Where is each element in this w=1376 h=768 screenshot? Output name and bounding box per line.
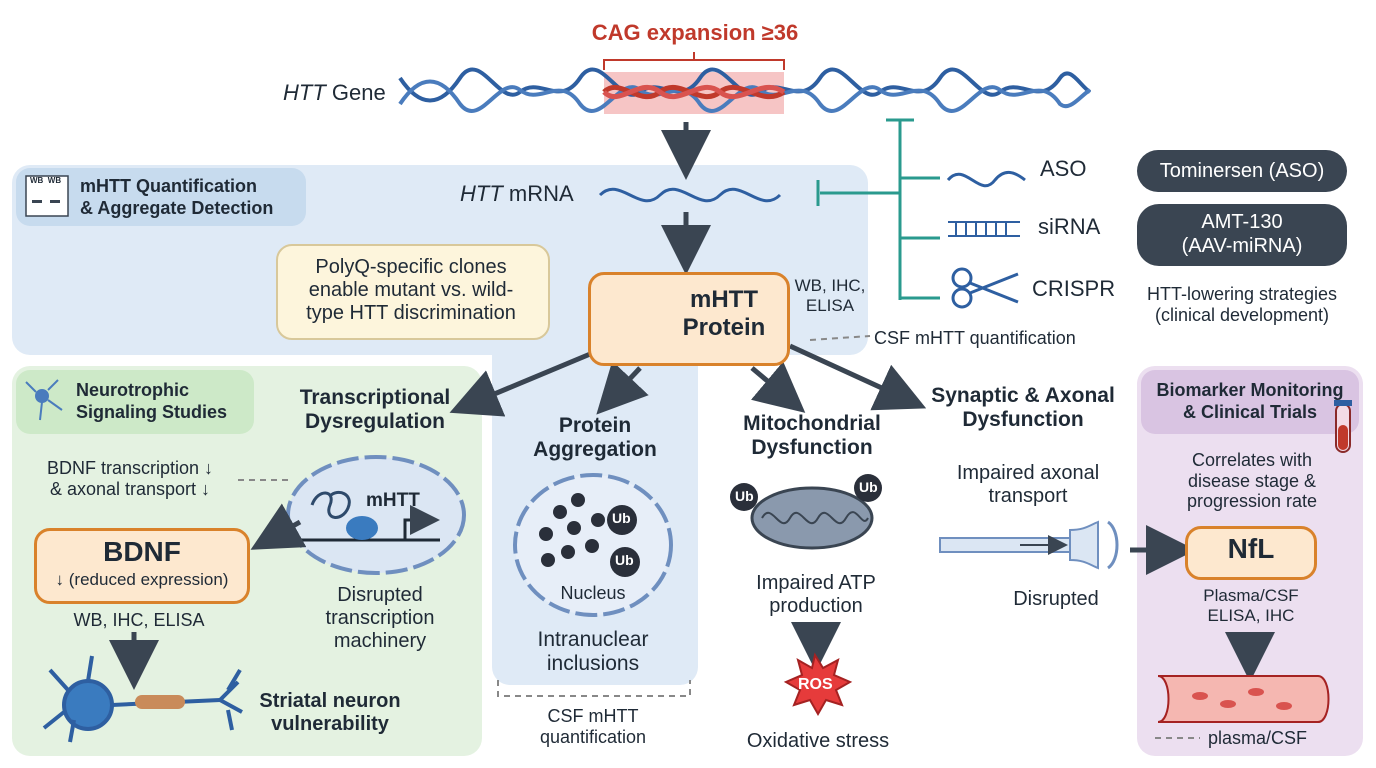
transcription-title: Transcriptional Dysregulation — [299, 386, 451, 434]
test-tube-icon — [1334, 400, 1352, 453]
nfl-label: NfL — [1227, 533, 1275, 564]
sirna-label: siRNA — [1038, 214, 1101, 239]
biomarker-panel-header — [1141, 370, 1359, 434]
sirna-icon — [948, 221, 1020, 237]
ub-label-2: Ub — [615, 552, 634, 568]
mito-title: Mitochondrial Dysfunction — [743, 412, 881, 460]
ub-label-1: Ub — [612, 510, 631, 526]
dna-helix — [398, 52, 1092, 114]
mrna-wave — [598, 187, 782, 203]
nfl-methods: Plasma/CSF ELISA, IHC — [1203, 586, 1299, 625]
protein-csf: CSF mHTT quantification — [874, 328, 1076, 348]
aggregation-csf: CSF mHTT quantification — [539, 706, 647, 747]
ros-label: ROS — [798, 676, 833, 693]
mito-ub-2: Ub — [859, 479, 878, 495]
scissors-icon — [951, 267, 1019, 309]
lowering-caption: HTT-lowering strategies (clinical develo… — [1146, 284, 1338, 325]
bdnf-label: BDNF — [103, 536, 181, 567]
mhtt-protein-label: mHTT Protein — [682, 286, 766, 341]
gene-label: HTT Gene — [283, 80, 386, 105]
callout-bubble — [276, 244, 550, 340]
nfl-box — [1185, 526, 1317, 580]
cag-label: CAG expansion ≥36 — [591, 20, 799, 45]
blood-vessel-icon — [1157, 675, 1330, 723]
synaptic-title: Synaptic & Axonal Dysfunction — [931, 384, 1115, 432]
aso-icon — [946, 171, 1026, 188]
ros-burst — [783, 652, 853, 717]
neuron-icon — [42, 655, 243, 743]
axon-icon — [939, 520, 1119, 570]
mito-caption: Impaired ATP production — [756, 572, 876, 617]
wb-label: WB WB — [30, 176, 62, 185]
callout-text: PolyQ-specific clones enable mutant vs. … — [306, 256, 516, 324]
inhibition-lines — [816, 118, 940, 300]
bdnf-methods: WB, IHC, ELISA — [73, 610, 205, 630]
synaptic-caption: Impaired axonal transport — [956, 462, 1100, 507]
mhtt-protein-box — [588, 272, 790, 366]
crispr-label: CRISPR — [1032, 276, 1116, 301]
plasma-label: plasma/CSF — [1208, 728, 1308, 748]
mito-ub-1: Ub — [735, 488, 754, 504]
stress-label: Oxidative stress — [746, 730, 890, 752]
biomarker-correlates: Correlates with disease stage & progress… — [1186, 450, 1318, 512]
neuro-panel-header — [16, 370, 254, 434]
tominersen-pill: Tominersen (ASO) — [1137, 150, 1347, 192]
biomarker-title: Biomarker Monitoring & Clinical Trials — [1156, 380, 1344, 422]
transcription-mhtt: mHTT — [366, 490, 420, 511]
western-blot-icon — [25, 175, 69, 217]
nucleus-transcription — [286, 455, 466, 575]
aggregation-title: Protein Aggregation — [533, 414, 657, 462]
amt130-pill: AMT-130 (AAV-miRNA) — [1137, 204, 1347, 266]
quant-panel-title: mHTT Quantification & Aggregate Detectio… — [80, 176, 274, 218]
synaptic-disrupted: Disrupted — [1013, 588, 1099, 610]
mitochondrion-icon — [750, 486, 874, 550]
bdnf-box — [34, 528, 250, 604]
aso-label: ASO — [1040, 156, 1087, 181]
bdnf-note: BDNF transcription ↓ & axonal transport … — [46, 458, 214, 499]
neuro-panel-title: Neurotrophic Signaling Studies — [76, 380, 228, 422]
protein-methods: WB, IHC, ELISA — [794, 276, 866, 315]
vulnerability-label: Striatal neuron vulnerability — [259, 690, 401, 735]
transcription-caption: Disrupted transcription machinery — [325, 584, 435, 652]
neuron-small-icon — [25, 379, 63, 421]
aggregation-caption: Intranuclear inclusions — [537, 628, 649, 676]
nucleus-label: Nucleus — [560, 583, 626, 603]
mrna-label: HTT mRNA — [460, 181, 574, 206]
bdnf-sub: ↓ (reduced expression) — [55, 570, 229, 589]
